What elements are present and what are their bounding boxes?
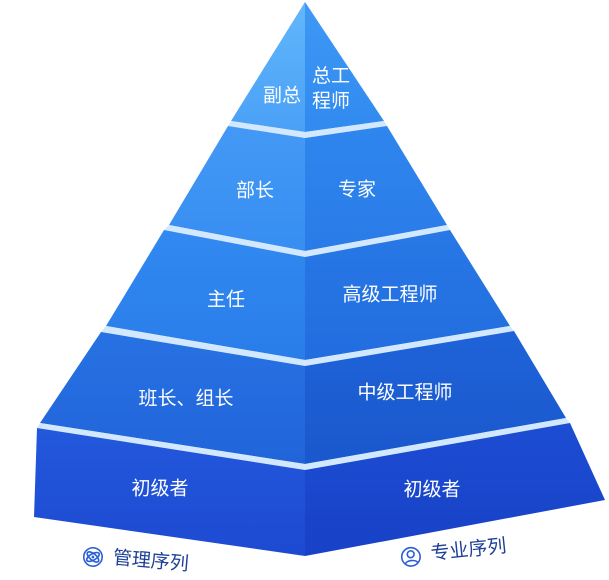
tier-seam [101, 326, 305, 366]
tier-3-left-face [106, 230, 305, 360]
tier-4-management-label: 班长、组长 [138, 388, 234, 410]
tier-2-management-label: 部长 [235, 180, 275, 202]
tier-seam [305, 225, 450, 257]
tier-3-right-face [305, 230, 510, 360]
tier-3-management-label: 主任 [206, 289, 246, 311]
tier-2-professional-label: 专家 [337, 179, 377, 201]
management-sequence-legend: 管理序列 [81, 545, 190, 576]
tier-3-professional-label: 高级工程师 [342, 284, 438, 306]
tier-1-management-label: 副总 [262, 85, 302, 107]
tier-4-left-face [40, 332, 305, 464]
tier-seam [37, 423, 305, 470]
tier-2-left-face [169, 126, 305, 251]
tier-4-right-face [305, 331, 566, 464]
tier-seam [305, 121, 387, 138]
tier-1-right-face [305, 2, 384, 132]
tier-seam [228, 121, 305, 138]
tier-2-right-face [305, 126, 447, 251]
tier-seam [305, 326, 514, 366]
tier-1-professional-label: 总工程师 [311, 66, 350, 112]
tier-4-professional-label: 中级工程师 [357, 382, 453, 404]
orbit-icon [81, 545, 105, 569]
user-icon [399, 545, 423, 569]
tier-5-professional-label: 初级者 [403, 479, 461, 501]
tier-5-right-face [305, 423, 605, 556]
tier-1-left-face [231, 2, 305, 132]
tier-seam [164, 225, 305, 257]
tier-5-left-face [34, 428, 305, 556]
professional-sequence-legend: 专业序列 [399, 536, 508, 569]
tier-seam [305, 418, 570, 470]
tier-5-management-label: 初级者 [131, 478, 189, 500]
